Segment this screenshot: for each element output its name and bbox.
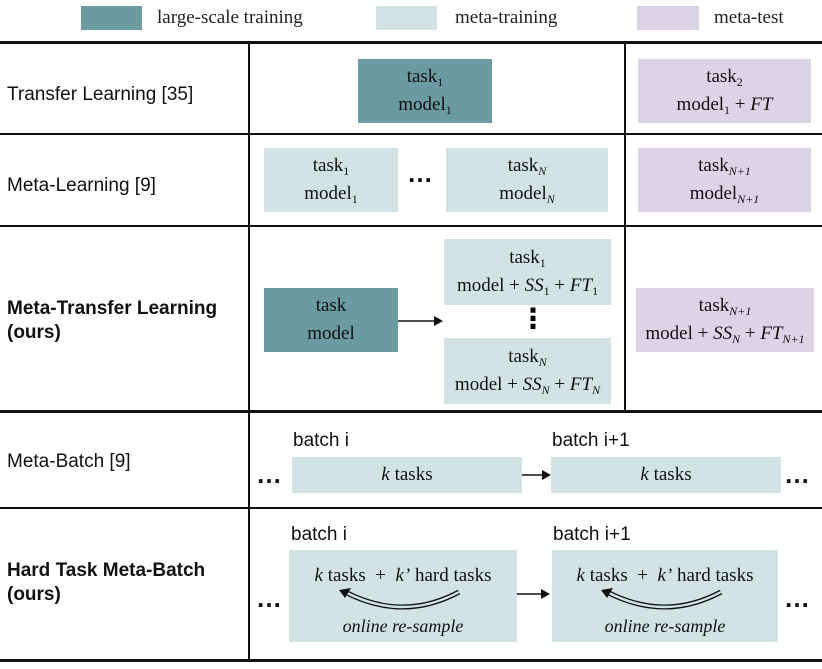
box-meta-batch-i-plus-1: k tasks [551,457,781,493]
ellipsis: … [407,158,434,188]
row-label-meta-learning: Meta-Learning [9] [7,175,156,196]
box-mtl-large-scale: task model [264,288,398,352]
batch-i-label: batch i [291,524,347,545]
batch-i-plus-1-label: batch i+1 [553,524,631,545]
legend-swatch-meta-training [376,6,437,30]
row-divider [0,133,822,135]
row-label-meta-transfer-learning: Meta-Transfer Learning (ours) [7,298,218,343]
arrow-right [522,470,551,480]
row-label-meta-batch: Meta-Batch [9] [7,451,131,472]
legend-swatch-meta-test [637,6,699,30]
box-meta-learning-task-n: taskN modelN [446,148,608,212]
hard-batch-tasks-text: k tasks + k’ hard tasks [314,565,492,586]
box-hard-batch-i-plus-1: k tasks + k’ hard tasks online re-sample [552,550,778,642]
legend-label-large-scale: large-scale training [157,7,303,28]
row-divider [0,507,822,509]
legend-swatch-large-scale [81,6,142,30]
hard-batch-tasks-text: k tasks + k’ hard tasks [576,565,754,586]
table-bottom-border [0,659,822,662]
box-mtl-task-1: task1 model + SS1 + FT1 [444,239,611,305]
box-meta-learning-meta-test: taskN+1 modelN+1 [638,148,811,212]
resample-curved-arrow [339,588,461,610]
vertical-ellipsis: ⋮ [519,303,547,334]
box-transfer-meta-test: task2 model1 + FT [638,59,811,123]
batch-i-label: batch i [293,430,349,451]
legend-label-meta-test: meta-test [714,7,784,28]
box-meta-learning-task-1: task1 model1 [264,148,398,212]
arrow-right [398,316,443,326]
column-divider [624,43,626,411]
box-mtl-meta-test: taskN+1 model + SSN + FTN+1 [636,288,814,352]
box-meta-batch-i: k tasks [292,457,522,493]
box-hard-batch-i: k tasks + k’ hard tasks online re-sample [289,550,517,642]
table-top-border [0,41,822,44]
resample-curved-arrow [601,588,723,610]
section-divider [0,410,822,413]
row-label-hard-task-meta-batch: Hard Task Meta-Batch (ours) [7,560,206,605]
batch-i-plus-1-label: batch i+1 [552,430,630,451]
arrow-right [517,589,550,599]
row-divider [0,225,822,227]
box-transfer-large-scale: task1 model1 [358,59,492,123]
online-resample-label: online re-sample [604,616,726,636]
row-label-transfer-learning: Transfer Learning [35] [7,84,194,105]
ellipsis-left: … [256,583,283,613]
ellipsis-right: … [784,459,811,489]
online-resample-label: online re-sample [342,616,464,636]
ellipsis-right: … [784,583,811,613]
ellipsis-left: … [256,459,283,489]
box-mtl-task-n: taskN model + SSN + FTN [444,338,611,404]
column-divider [248,43,250,661]
legend-label-meta-training: meta-training [455,7,558,28]
